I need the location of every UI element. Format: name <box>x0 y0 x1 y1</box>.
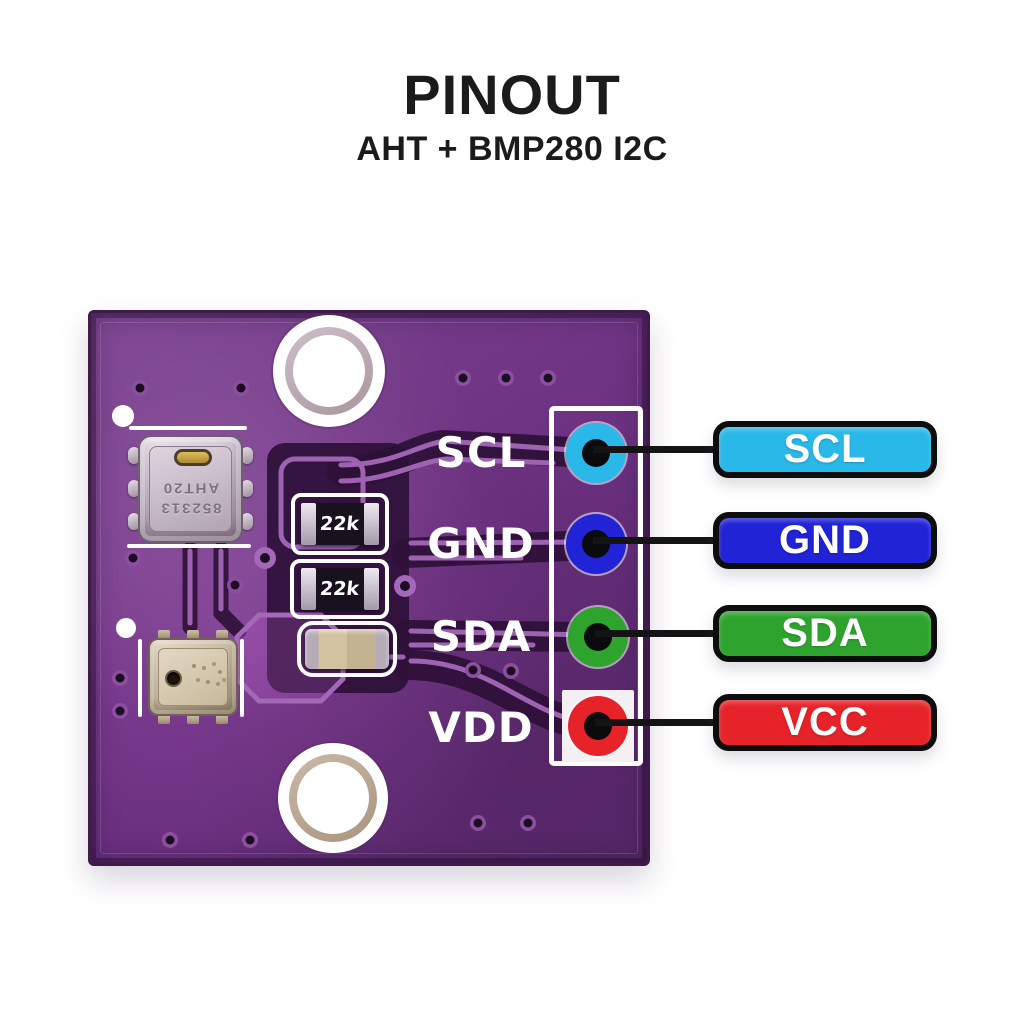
aht20-chip: 852313 AHT20 <box>128 435 253 543</box>
bmp280-port-hole <box>165 670 182 687</box>
resistor1-marking: 22k <box>319 513 361 535</box>
legend-badge-scl-label: SCL <box>783 427 867 471</box>
aht20-marking-line1: AHT20 <box>161 479 220 497</box>
pin-header-silkscreen <box>549 406 643 766</box>
wire-vcc <box>595 719 719 726</box>
legend-badge-scl: SCL <box>713 421 937 478</box>
wire-scl <box>593 446 719 453</box>
mounting-hole-bottom <box>278 743 388 853</box>
pin-hole-gnd <box>566 514 626 574</box>
sensor-pin <box>187 630 199 639</box>
bmp280-sensor <box>148 630 238 724</box>
resistor1: 22k <box>301 503 379 545</box>
legend-badge-vcc-label: VCC <box>781 700 869 744</box>
pcb-board: 852313 AHT20 22k 22k <box>88 310 650 866</box>
sensor-pin <box>158 630 170 639</box>
capacitor-silkscreen <box>297 621 397 677</box>
pcb-label-gnd: GND <box>427 519 535 568</box>
page-subtitle: AHT + BMP280 I2C <box>356 130 668 168</box>
legend-badge-sda-label: SDA <box>781 611 869 655</box>
resistor2-silkscreen <box>290 559 389 619</box>
resistor2-marking: 22k <box>319 578 361 600</box>
legend-badge-vcc: VCC <box>713 694 937 751</box>
chip-pad <box>128 447 140 464</box>
sensor-pin <box>216 630 228 639</box>
chip-pad <box>241 447 253 464</box>
pin-hole-sda <box>568 607 628 667</box>
legend-badge-sda: SDA <box>713 605 937 662</box>
wire-gnd <box>593 537 719 544</box>
chip-pad <box>241 513 253 530</box>
chip-pad <box>128 480 140 497</box>
sensor-pin <box>187 715 199 724</box>
legend-badge-gnd: GND <box>713 512 937 569</box>
wire-sda <box>595 630 719 637</box>
bmp280-laser-marking <box>192 664 196 668</box>
sensor-pin <box>216 715 228 724</box>
pcb-label-scl: SCL <box>435 428 527 477</box>
aht20-marking: 852313 AHT20 <box>140 477 241 518</box>
pin-hole-scl <box>566 423 626 483</box>
pcb-label-vdd: VDD <box>428 703 534 752</box>
chip-pad <box>128 513 140 530</box>
pin-hole-vdd <box>568 696 628 756</box>
resistor2: 22k <box>301 568 379 610</box>
resistor1-silkscreen <box>291 493 389 555</box>
mounting-hole-top <box>273 315 385 427</box>
legend-badge-gnd-label: GND <box>779 518 871 562</box>
aht20-metal-lid: 852313 AHT20 <box>138 435 243 543</box>
bmp280-metal-can <box>148 638 238 716</box>
chip-pad <box>241 480 253 497</box>
pcb-label-sda: SDA <box>430 612 532 661</box>
aht20-marking-line2: 852313 <box>159 499 222 517</box>
capacitor <box>305 629 389 669</box>
sensor-pin <box>158 715 170 724</box>
page-title: PINOUT <box>403 63 621 126</box>
aht20-vent-hole <box>174 449 212 466</box>
